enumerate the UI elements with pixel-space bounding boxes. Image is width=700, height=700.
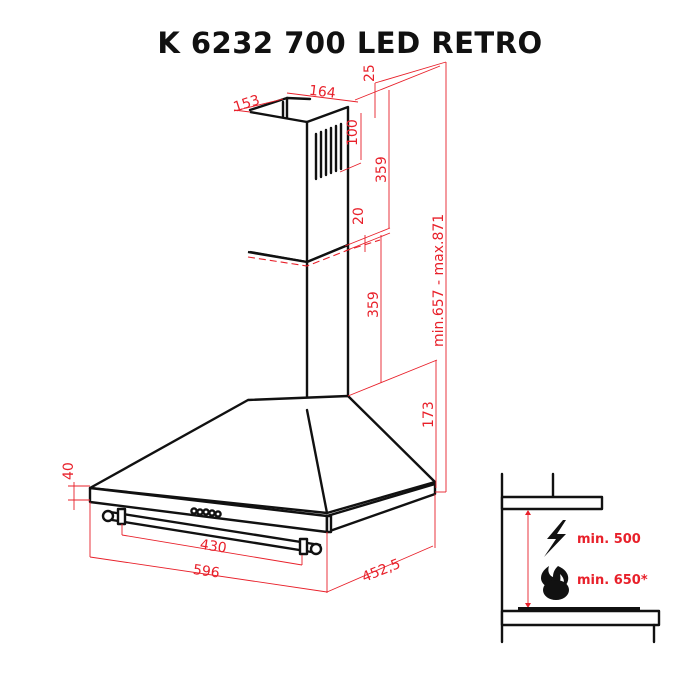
dim-chimney-width: 164: [308, 83, 337, 102]
dim-overlap: 20: [351, 207, 367, 225]
page-title: K 6232 700 LED RETRO: [157, 26, 543, 60]
dim-rail-length: 430: [199, 537, 228, 557]
dim-upper-chimney: 359: [374, 156, 390, 183]
dim-canopy-height: 173: [421, 401, 437, 428]
installation-diagram: [500, 472, 661, 644]
gas-min-distance: min. 650*: [577, 573, 648, 588]
control-knobs: [190, 507, 222, 518]
dim-lower-chimney: 359: [366, 291, 382, 318]
chimney-upper: [248, 96, 350, 264]
dim-vent-height: 100: [345, 119, 361, 146]
dim-width: 596: [192, 562, 221, 582]
dim-front-panel-height: 40: [61, 462, 77, 480]
dim-depth: 452,5: [360, 556, 403, 586]
towel-rail: [101, 507, 323, 556]
electric-min-distance: min. 500: [577, 532, 641, 547]
chimney-lower: [247, 239, 381, 412]
dim-chimney-depth: 153: [231, 92, 261, 115]
dim-top-offset: 25: [362, 64, 378, 82]
canopy: [88, 394, 437, 556]
vent-slots: [314, 122, 343, 181]
lightning-icon: [544, 520, 566, 557]
dimension-lines: [68, 61, 447, 593]
dim-total-height: min.657 - max.871: [431, 214, 447, 347]
